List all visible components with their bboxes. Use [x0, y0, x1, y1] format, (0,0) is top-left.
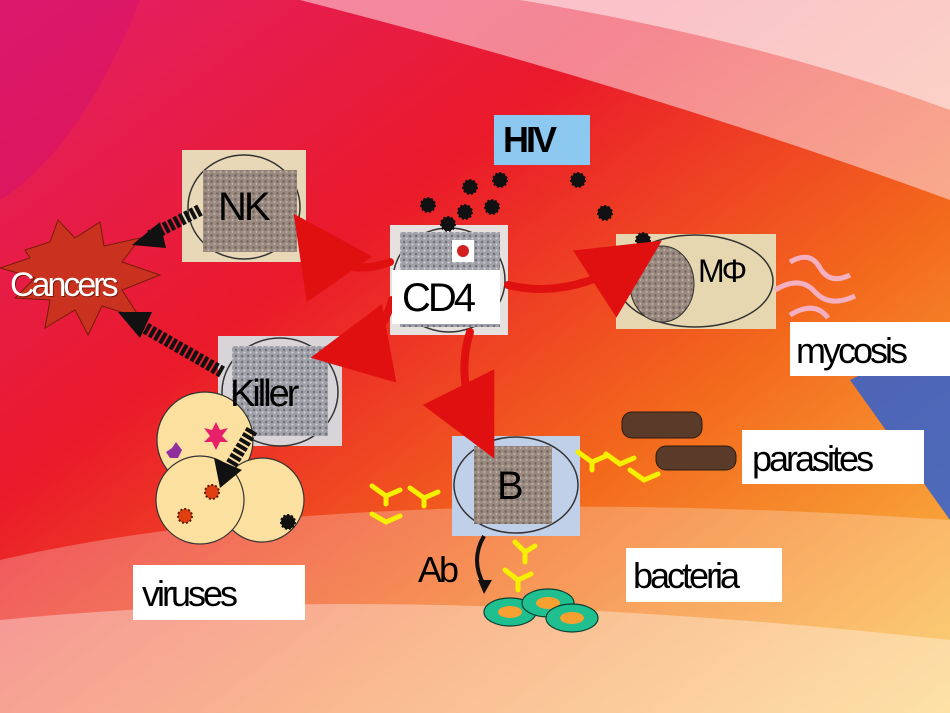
red-arrows	[293, 213, 662, 459]
black-arrows	[118, 204, 258, 488]
bacteria-label: bacteria	[633, 555, 740, 596]
nk-label: NK	[218, 185, 271, 229]
viruses-label: viruses	[142, 573, 238, 614]
mphi-label: MΦ	[698, 253, 747, 289]
parasites-label: parasites	[752, 438, 874, 479]
hiv-label: HIV	[503, 119, 557, 160]
mycosis-label-box	[790, 322, 950, 376]
bacteria-shapes	[483, 588, 599, 633]
cancers-label: Cancers	[10, 266, 119, 304]
macrophage-cell	[616, 234, 776, 329]
cd4-label-box	[392, 270, 500, 324]
viruses-label-box	[133, 565, 305, 620]
hiv-box	[494, 115, 590, 165]
parasites-label-box	[742, 430, 924, 484]
mycosis-shapes	[773, 254, 857, 320]
parasite-shapes	[621, 411, 737, 471]
cd4-label: CD4	[402, 276, 476, 320]
bacteria-label-box	[626, 548, 782, 602]
mycosis-label: mycosis	[796, 330, 908, 371]
hiv-particles	[420, 172, 651, 248]
nk-cell	[182, 150, 306, 262]
killer-label: Killer	[230, 373, 299, 415]
ab-label: Ab	[418, 549, 459, 590]
antibodies	[369, 449, 661, 593]
b-cell-label: B	[497, 464, 524, 508]
